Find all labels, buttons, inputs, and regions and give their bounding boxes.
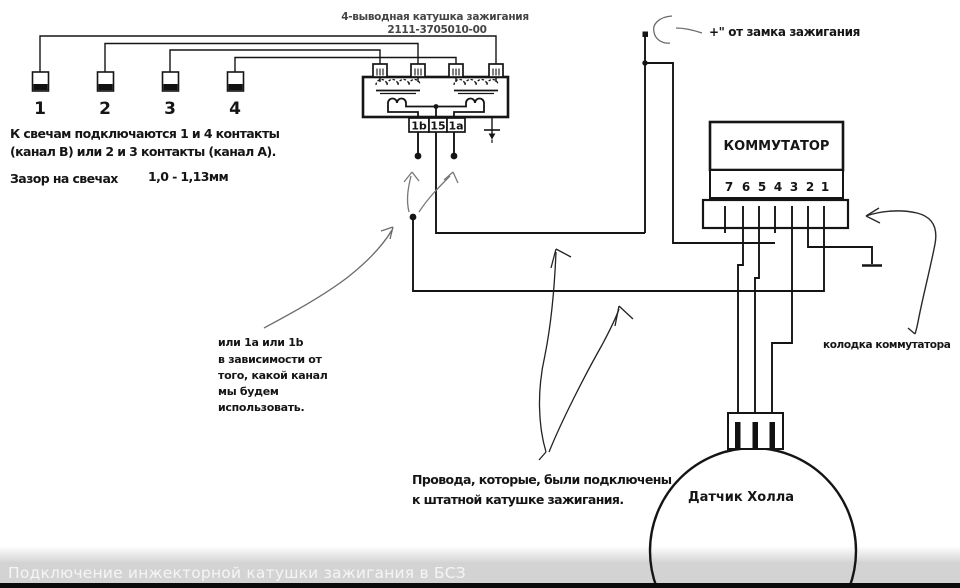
- coil-title-line1: 4-выводная катушка зажигания: [341, 11, 529, 23]
- spark-plug-1: [31, 71, 50, 92]
- spark-plug-4: [226, 71, 245, 92]
- svg-text:3: 3: [790, 180, 798, 194]
- terminal-1a: [446, 117, 466, 133]
- svg-text:2: 2: [806, 180, 814, 194]
- annotations-text: 4-выводная катушка зажигания 2111-370501…: [10, 11, 951, 507]
- note-channel-line2: в зависимости от: [218, 353, 323, 366]
- arrow-wire-supply: [538, 248, 572, 461]
- svg-text:7: 7: [725, 180, 733, 194]
- commutator-wires: [412, 217, 873, 428]
- caption-bar: [0, 563, 960, 584]
- terminal-1a-wire-end: [450, 152, 458, 160]
- plug-label-2: 2: [99, 99, 111, 119]
- hall-sensor: Датчик Холла: [648, 412, 858, 588]
- note-channel-line5: использовать.: [218, 401, 304, 414]
- arrow-to-1a: [418, 171, 459, 213]
- arrow-connector-block: [865, 207, 937, 335]
- note-plugs-line1: К свечам подключаются 1 и 4 контакты: [10, 126, 280, 141]
- svg-text:6: 6: [742, 180, 750, 194]
- ground-icon-coil: [484, 118, 500, 143]
- ignition-supply: [642, 31, 775, 244]
- note-ignition: +" от замка зажигания: [709, 25, 860, 39]
- spark-plug-2: [96, 71, 115, 92]
- plug-label-1: 1: [34, 99, 46, 119]
- caption-gradient: [0, 546, 960, 563]
- plug-wires: [39, 35, 497, 79]
- annotations-arrows: [263, 15, 937, 461]
- plug-label-4: 4: [229, 99, 241, 119]
- note-plugs-line2: (канал В) или 2 и 3 контакты (канал А).: [10, 144, 276, 159]
- commutator-pin-numbers: 7 6 5 4 3 2 1: [725, 180, 829, 194]
- spark-plug-3: [161, 71, 180, 92]
- terminal-1b-label: 1b: [411, 120, 427, 133]
- svg-text:4: 4: [774, 180, 782, 194]
- note-channel-line3: того, какой канал: [218, 369, 328, 382]
- note-gap-value: 1,0 - 1,13мм: [148, 169, 228, 184]
- svg-text:5: 5: [758, 180, 766, 194]
- note-channel-line1: или 1a или 1b: [218, 336, 304, 349]
- coil-wires: [417, 132, 645, 234]
- arrow-to-1b: [403, 171, 420, 213]
- note-gap-label: Зазор на свечах: [10, 171, 118, 186]
- plug-label-3: 3: [164, 99, 176, 119]
- control-wire-end: [409, 213, 417, 221]
- arrow-ignition: [652, 15, 703, 44]
- caption-text: Подключение инжекторной катушки зажигани…: [8, 564, 466, 582]
- note-wires-line2: к штатной катушке зажигания.: [412, 492, 624, 507]
- bottom-bar: [0, 583, 960, 588]
- terminal-1b-wire-end: [414, 152, 422, 160]
- terminal-1a-label: 1a: [448, 120, 463, 133]
- note-channel-line4: мы будем: [218, 385, 279, 398]
- hv-terminal-coil-glyphs: [376, 68, 500, 76]
- svg-text:1: 1: [821, 180, 829, 194]
- secondary-windings: [375, 78, 499, 86]
- hall-label: Датчик Холла: [688, 490, 794, 505]
- coil-cores: [376, 89, 498, 95]
- spark-plugs: 1 2 3 4: [31, 71, 245, 119]
- note-connector: колодка коммутатора: [823, 339, 951, 351]
- arrow-wire-control: [548, 305, 634, 453]
- arrow-channel-choice: [263, 226, 394, 329]
- terminal-15-label: 15: [430, 120, 445, 133]
- note-wires-line1: Провода, которые, были подключены: [412, 472, 672, 487]
- commutator: КОММУТАТОР 7 6 5 4 3 2 1: [701, 120, 850, 233]
- commutator-label: КОММУТАТОР: [724, 139, 830, 154]
- coil-title-line2: 2111-3705010-00: [387, 24, 486, 36]
- commutator-pins: [724, 206, 825, 233]
- ignition-coil: 1b 15 1a: [361, 63, 510, 143]
